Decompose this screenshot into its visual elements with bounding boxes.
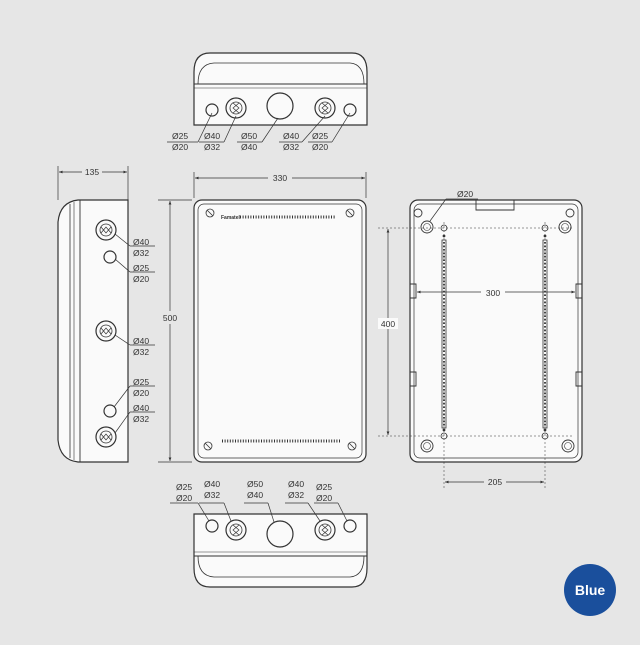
bottom-knockouts <box>205 519 357 548</box>
side-width-dim-bg <box>82 166 102 176</box>
front-height-dim: 500 <box>163 313 177 323</box>
side-label-3-top: Ø40 <box>133 336 149 346</box>
bottom-label-5-bottom: Ø20 <box>316 493 332 503</box>
bottom-view <box>170 502 368 588</box>
front-height-dimension <box>158 199 192 463</box>
bottom-label-4-bottom: Ø32 <box>288 490 304 500</box>
side-label-5-bottom: Ø32 <box>133 414 149 424</box>
top-label-5-top: Ø25 <box>312 131 328 141</box>
top-leaders <box>167 112 351 143</box>
side-labels: Ø40 Ø32 Ø25 Ø20 Ø40 Ø32 Ø25 Ø20 Ø40 Ø32 <box>133 237 149 424</box>
bottom-label-3-bottom: Ø40 <box>247 490 263 500</box>
bottom-label-1-bottom: Ø20 <box>176 493 192 503</box>
front-screws <box>203 208 357 451</box>
badge-circle <box>564 564 616 616</box>
top-view <box>167 52 368 143</box>
front-view <box>158 172 367 463</box>
front-width-dim: 330 <box>273 173 287 183</box>
back-centerlines <box>378 222 572 490</box>
side-view <box>57 166 155 463</box>
bottom-label-3-top: Ø50 <box>247 479 263 489</box>
back-bottom-dim: 205 <box>488 477 502 487</box>
top-label-5-bottom: Ø20 <box>312 142 328 152</box>
top-label-3-top: Ø50 <box>241 131 257 141</box>
top-label-2-top: Ø40 <box>204 131 220 141</box>
top-knockouts <box>205 92 357 120</box>
top-label-1-top: Ø25 <box>172 131 188 141</box>
bottom-label-2-top: Ø40 <box>204 479 220 489</box>
bottom-label-5-top: Ø25 <box>316 482 332 492</box>
back-hole-label: Ø20 <box>457 189 473 199</box>
side-label-2-bottom: Ø20 <box>133 274 149 284</box>
back-view <box>378 198 583 490</box>
bottom-leaders <box>170 502 348 523</box>
side-label-2-top: Ø25 <box>133 263 149 273</box>
side-label-4-bottom: Ø20 <box>133 388 149 398</box>
back-rail-spacing-dim: 300 <box>486 288 500 298</box>
back-side-clips <box>410 283 582 387</box>
side-label-5-top: Ø40 <box>133 403 149 413</box>
back-mounting-holes <box>413 208 575 453</box>
top-label-3-bottom: Ø40 <box>241 142 257 152</box>
badge-label: Blue <box>575 582 606 598</box>
side-label-4-top: Ø25 <box>133 377 149 387</box>
back-rail-dim-bg <box>481 287 505 298</box>
bottom-label-2-bottom: Ø32 <box>204 490 220 500</box>
brand-logo: Famatel <box>221 215 241 221</box>
back-bottom-dim-bg <box>484 476 506 487</box>
top-label-2-bottom: Ø32 <box>204 142 220 152</box>
side-knockouts <box>95 219 117 448</box>
side-label-3-bottom: Ø32 <box>133 347 149 357</box>
side-label-1-bottom: Ø32 <box>133 248 149 258</box>
side-label-1-top: Ø40 <box>133 237 149 247</box>
bottom-labels: Ø25 Ø20 Ø40 Ø32 Ø50 Ø40 Ø40 Ø32 Ø25 Ø20 <box>176 479 332 503</box>
top-label-4-top: Ø40 <box>283 131 299 141</box>
color-badge: Blue <box>564 564 616 616</box>
bottom-label-4-top: Ø40 <box>288 479 304 489</box>
front-width-dim-bg <box>268 172 292 183</box>
top-label-1-bottom: Ø20 <box>172 142 188 152</box>
back-height-dim: 400 <box>381 319 395 329</box>
bottom-label-1-top: Ø25 <box>176 482 192 492</box>
side-width-dim: 135 <box>85 167 99 177</box>
top-labels: Ø25 Ø20 Ø40 Ø32 Ø50 Ø40 Ø40 Ø32 Ø25 Ø20 <box>172 131 328 152</box>
front-height-dim-bg <box>160 311 180 324</box>
side-leaders <box>113 233 155 434</box>
back-height-dim-bg <box>378 318 398 329</box>
top-label-4-bottom: Ø32 <box>283 142 299 152</box>
